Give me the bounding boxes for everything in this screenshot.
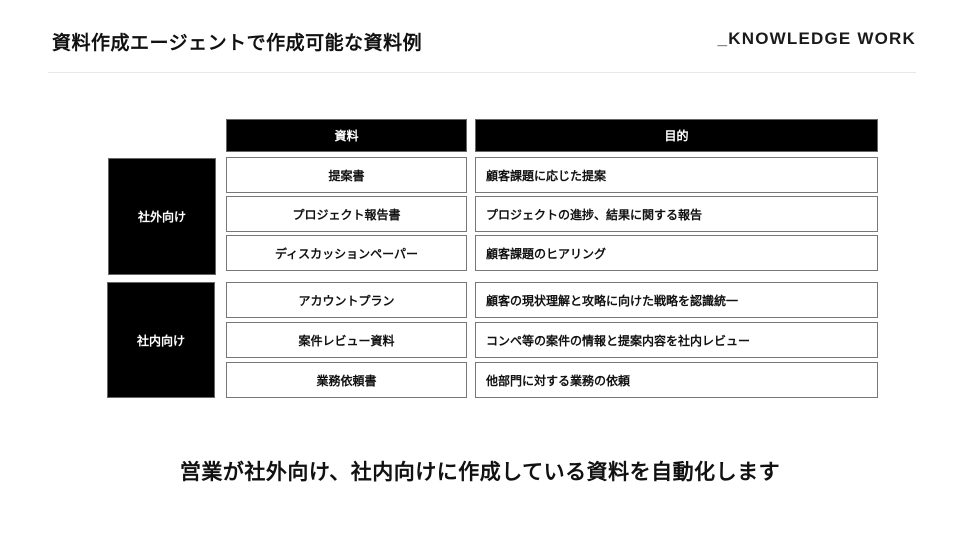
knowledge-work-logo: _KNOWLEDGE WORK xyxy=(717,29,916,48)
table-row-purpose: コンペ等の案件の情報と提案内容を社内レビュー xyxy=(475,322,878,358)
group-label-internal: 社内向け xyxy=(107,282,215,398)
column-header-document: 資料 xyxy=(226,119,467,152)
table-row-document: ディスカッションペーパー xyxy=(226,235,467,271)
table-row-purpose: 顧客の現状理解と攻略に向けた戦略を認識統一 xyxy=(475,282,878,318)
table-row-document: 案件レビュー資料 xyxy=(226,322,467,358)
table-row-purpose: プロジェクトの進捗、結果に関する報告 xyxy=(475,196,878,232)
column-header-purpose: 目的 xyxy=(475,119,878,152)
table-row-purpose: 顧客課題のヒアリング xyxy=(475,235,878,271)
header-divider xyxy=(48,72,916,73)
table-row-purpose: 他部門に対する業務の依頼 xyxy=(475,362,878,398)
table-row-document: アカウントプラン xyxy=(226,282,467,318)
summary-message: 営業が社外向け、社内向けに作成している資料を自動化します xyxy=(179,460,781,484)
table-row-document: 提案書 xyxy=(226,157,467,193)
group-label-external: 社外向け xyxy=(108,158,216,275)
table-row-document: プロジェクト報告書 xyxy=(226,196,467,232)
table-row-purpose: 顧客課題に応じた提案 xyxy=(475,157,878,193)
slide-title: 資料作成エージェントで作成可能な資料例 xyxy=(52,32,423,54)
table-row-document: 業務依頼書 xyxy=(226,362,467,398)
